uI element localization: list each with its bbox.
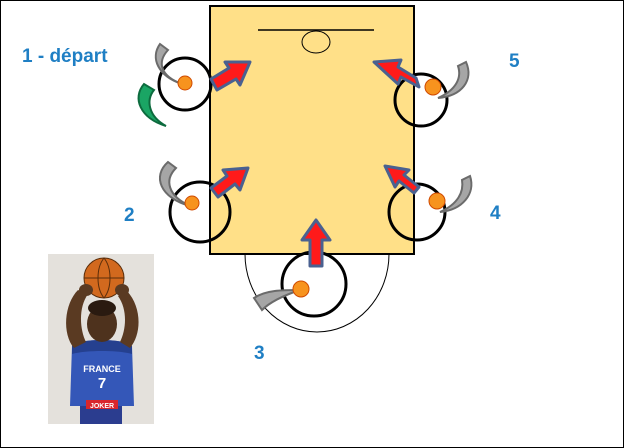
- station-label-2: 2: [124, 205, 135, 226]
- station-label-5: 5: [509, 51, 520, 72]
- arrow-icon: [383, 164, 421, 195]
- basketball-icon: [292, 280, 310, 298]
- station-label-4: 4: [490, 203, 501, 224]
- sponsor-text: JOKER: [90, 403, 114, 410]
- curved-sweep-icon: [439, 174, 473, 213]
- station-label-3: 3: [254, 343, 265, 364]
- curved-sweep-icon: [137, 82, 167, 127]
- arrow-icon: [209, 166, 250, 199]
- three-point-arc: [244, 253, 390, 333]
- hoop: [301, 30, 331, 54]
- arrow-icon: [209, 60, 252, 92]
- basketball-icon: [177, 75, 193, 91]
- arrow-icon: [372, 58, 421, 89]
- station-3-group: [252, 218, 348, 318]
- station-label-1: 1 - départ: [22, 46, 108, 67]
- station-5-group: [372, 58, 470, 128]
- court-area: [209, 5, 415, 255]
- player-circle-5: [393, 72, 449, 128]
- basketball-icon: [184, 195, 200, 211]
- player-photo-icon: FRANCE 7 JOKER: [48, 254, 154, 424]
- basketball-icon: [428, 192, 446, 210]
- station-2-group: [158, 160, 250, 244]
- station-1-group: [137, 42, 252, 127]
- player-circle-2: [168, 180, 232, 244]
- basketball-icon: [424, 78, 442, 96]
- jersey-number: 7: [98, 375, 106, 392]
- jersey-text: FRANCE: [83, 364, 121, 374]
- station-4-group: [383, 164, 473, 242]
- arrow-icon: [300, 218, 332, 268]
- player-circle-1: [157, 56, 213, 112]
- curved-sweep-icon: [437, 60, 470, 99]
